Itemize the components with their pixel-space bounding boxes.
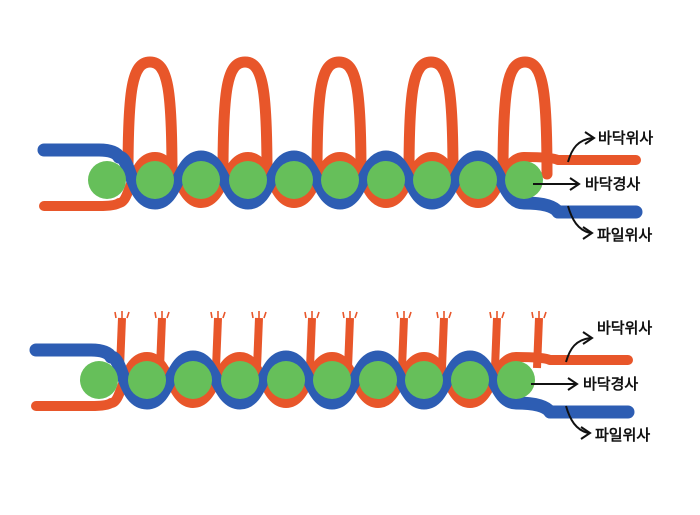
ground-warp-circle	[367, 161, 405, 199]
cut-pile-fringe	[210, 311, 226, 319]
cut-pile-tuft	[212, 317, 222, 369]
ground-warp-circle	[451, 361, 489, 399]
ground-warp-circle	[313, 361, 351, 399]
arrowhead-icon	[582, 331, 594, 345]
label-group: 바닥위사 바닥경사 파일위사	[533, 129, 653, 244]
ground-warp-circles	[88, 161, 543, 199]
arrowhead-icon	[582, 226, 594, 240]
ground-weft-strand	[37, 143, 643, 219]
ground-warp-circle	[321, 161, 359, 199]
pile-loop	[497, 56, 553, 180]
cut-pile-fringe	[436, 311, 452, 319]
ground-warp-circle	[88, 161, 126, 199]
cut-pile-fringe	[489, 311, 505, 319]
label-ground-weft: 바닥위사	[597, 319, 652, 337]
ground-warp-circle	[459, 161, 497, 199]
cut-pile-tuft	[344, 317, 354, 369]
label-pile-weft: 파일위사	[597, 226, 652, 244]
loop-pile-diagram: 바닥위사 바닥경사 파일위사	[37, 56, 653, 244]
ground-warp-circle	[275, 161, 313, 199]
ground-warp-circles	[80, 361, 535, 399]
label-group: 바닥위사 바닥경사 파일위사	[531, 319, 652, 444]
pile-loop	[311, 56, 367, 180]
arrow-to-pile-weft-icon	[567, 205, 591, 234]
label-ground-weft: 바닥위사	[598, 129, 653, 147]
cut-pile-tuft	[306, 317, 316, 369]
cut-pile-tuft	[156, 317, 166, 369]
ground-warp-circle	[359, 361, 397, 399]
cut-pile-fringe	[342, 311, 358, 319]
arrow-to-ground-weft-icon	[565, 337, 591, 363]
ground-weft-path	[37, 143, 643, 219]
cut-pile-fringe	[396, 311, 412, 319]
ground-warp-circle	[174, 361, 212, 399]
cut-pile-diagram: 바닥위사 바닥경사 파일위사	[29, 311, 652, 444]
ground-warp-circle	[221, 361, 259, 399]
cut-pile-tuft	[253, 317, 263, 369]
cut-pile-fringe	[304, 311, 320, 319]
label-ground-warp: 바닥경사	[585, 175, 640, 193]
pile-loop	[217, 56, 273, 180]
cut-pile-fringe	[154, 311, 170, 319]
pile-loop	[403, 56, 459, 180]
ground-weft-path	[29, 343, 635, 419]
cut-pile-tuft	[398, 317, 408, 369]
cut-pile-fringe	[114, 311, 130, 319]
ground-warp-circle	[267, 361, 305, 399]
ground-warp-circle	[136, 161, 174, 199]
label-ground-warp: 바닥경사	[583, 375, 638, 393]
arrowhead-icon	[569, 177, 581, 191]
ground-warp-circle	[80, 361, 118, 399]
cut-pile-fringe	[531, 311, 547, 319]
ground-warp-circle	[505, 161, 543, 199]
cut-pile-tuft	[438, 317, 448, 369]
ground-warp-circle	[128, 361, 166, 399]
ground-warp-circle	[405, 361, 443, 399]
arrowhead-icon	[567, 377, 579, 391]
ground-warp-circle	[497, 361, 535, 399]
arrowhead-icon	[584, 131, 596, 145]
pile-loop	[122, 56, 178, 180]
ground-weft-strand	[29, 343, 635, 419]
ground-warp-circle	[229, 161, 267, 199]
cut-pile-tuft	[533, 317, 543, 369]
ground-warp-circle	[182, 161, 220, 199]
ground-warp-circle	[413, 161, 451, 199]
cut-pile-tuft	[491, 317, 501, 369]
arrow-to-pile-weft-icon	[565, 405, 589, 434]
cut-pile-fringe	[251, 311, 267, 319]
label-pile-weft: 파일위사	[595, 426, 650, 444]
arrowhead-icon	[580, 426, 592, 440]
arrow-to-ground-weft-icon	[567, 137, 593, 163]
